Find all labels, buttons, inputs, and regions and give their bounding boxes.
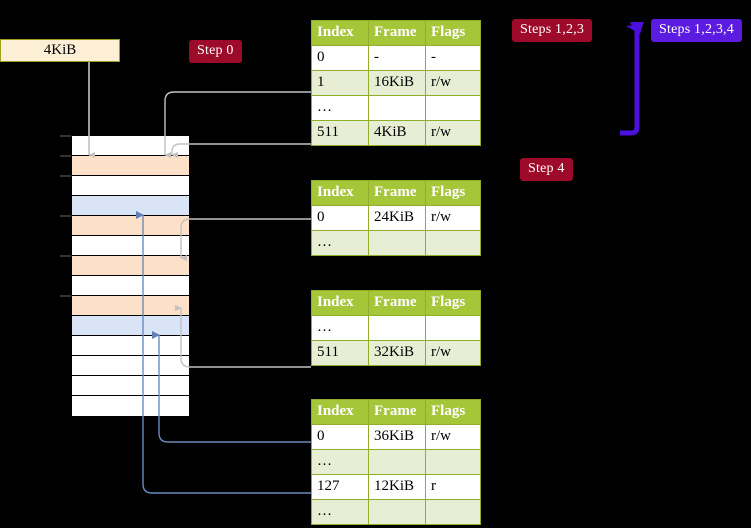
badge-step-4: Step 4 [520,158,573,181]
cell-flags: r/w [425,120,481,146]
memory-frame-row [72,136,189,156]
cell-frame: 4KiB [368,120,426,146]
memory-frame-row [72,316,189,336]
table-row-highlighted: 511 4KiB r/w [311,120,481,146]
cell-frame [368,95,426,121]
column-header-index: Index [311,20,369,46]
table-header-row: Index Frame Flags [311,180,481,206]
cell-index: … [311,230,369,256]
cell-index: … [311,95,369,121]
page-table-level3: Index Frame Flags 0 24KiB r/w … [311,180,481,256]
wire-l3-0-to-memory [180,218,311,261]
page-size-box: 4KiB [0,39,120,62]
cell-index: 511 [311,120,369,146]
cell-flags [425,449,481,475]
badge-steps-123: Steps 1,2,3 [512,19,593,42]
cell-frame [368,449,426,475]
memory-frame-row [72,336,189,356]
cell-index: 0 [311,205,369,231]
table-row: 0 - - [311,45,481,71]
column-header-frame: Frame [368,180,426,206]
cell-frame [368,499,426,525]
arrow-steps-return [620,22,644,136]
cell-frame: 36KiB [368,424,426,450]
cell-index: 0 [311,424,369,450]
column-header-frame: Frame [368,399,426,425]
arrow-steps-return-head [626,24,643,34]
column-header-frame: Frame [368,20,426,46]
cell-flags [425,499,481,525]
memory-frame-row [72,396,189,416]
cell-index: … [311,315,369,341]
cell-index: … [311,449,369,475]
memory-frame-row [72,376,189,396]
table-row: 511 32KiB r/w [311,340,481,366]
cell-frame [368,230,426,256]
badge-steps-1234: Steps 1,2,3,4 [651,19,742,42]
table-row: … [311,315,481,341]
table-row: … [311,449,481,475]
cell-frame [368,315,426,341]
column-header-index: Index [311,399,369,425]
table-row: 0 36KiB r/w [311,424,481,450]
cell-flags: r/w [425,70,481,96]
column-header-index: Index [311,180,369,206]
table-row: 127 12KiB r [311,474,481,500]
page-table-level4: Index Frame Flags 0 - - 1 16KiB r/w … 51… [311,20,481,146]
cell-frame: - [368,45,426,71]
cell-flags: r [425,474,481,500]
memory-frame-row [72,296,189,316]
cell-index: … [311,499,369,525]
memory-frame-row [72,176,189,196]
page-table-level2: Index Frame Flags … 511 32KiB r/w [311,290,481,366]
cell-frame: 16KiB [368,70,426,96]
cell-flags: r/w [425,340,481,366]
cell-index: 511 [311,340,369,366]
cell-flags [425,315,481,341]
cell-index: 127 [311,474,369,500]
table-header-row: Index Frame Flags [311,290,481,316]
column-header-index: Index [311,290,369,316]
wire-l2-511-to-memory [175,305,311,368]
column-header-frame: Frame [368,290,426,316]
cell-frame: 24KiB [368,205,426,231]
memory-frame-row [72,256,189,276]
page-table-level1: Index Frame Flags 0 36KiB r/w … 127 12Ki… [311,399,481,525]
memory-frame-row [72,216,189,236]
cell-flags: - [425,45,481,71]
memory-frame-row [72,196,189,216]
memory-frame-row [72,156,189,176]
table-row: … [311,499,481,525]
memory-frame-row [72,236,189,256]
table-row: 0 24KiB r/w [311,205,481,231]
cell-frame: 32KiB [368,340,426,366]
cell-flags: r/w [425,205,481,231]
cell-flags: r/w [425,424,481,450]
physical-memory-column [71,135,190,416]
memory-frame-row [72,276,189,296]
table-row: … [311,95,481,121]
memory-tick-marks [60,135,71,297]
table-row: 1 16KiB r/w [311,70,481,96]
cell-flags [425,230,481,256]
memory-frame-row [72,356,189,376]
cell-index: 1 [311,70,369,96]
table-header-row: Index Frame Flags [311,20,481,46]
table-header-row: Index Frame Flags [311,399,481,425]
table-row: … [311,230,481,256]
cell-index: 0 [311,45,369,71]
cell-frame: 12KiB [368,474,426,500]
column-header-flags: Flags [425,290,481,316]
column-header-flags: Flags [425,399,481,425]
column-header-flags: Flags [425,20,481,46]
wire-l4-511-to-memory [171,143,311,158]
column-header-flags: Flags [425,180,481,206]
cell-flags [425,95,481,121]
badge-step-0: Step 0 [189,40,242,63]
